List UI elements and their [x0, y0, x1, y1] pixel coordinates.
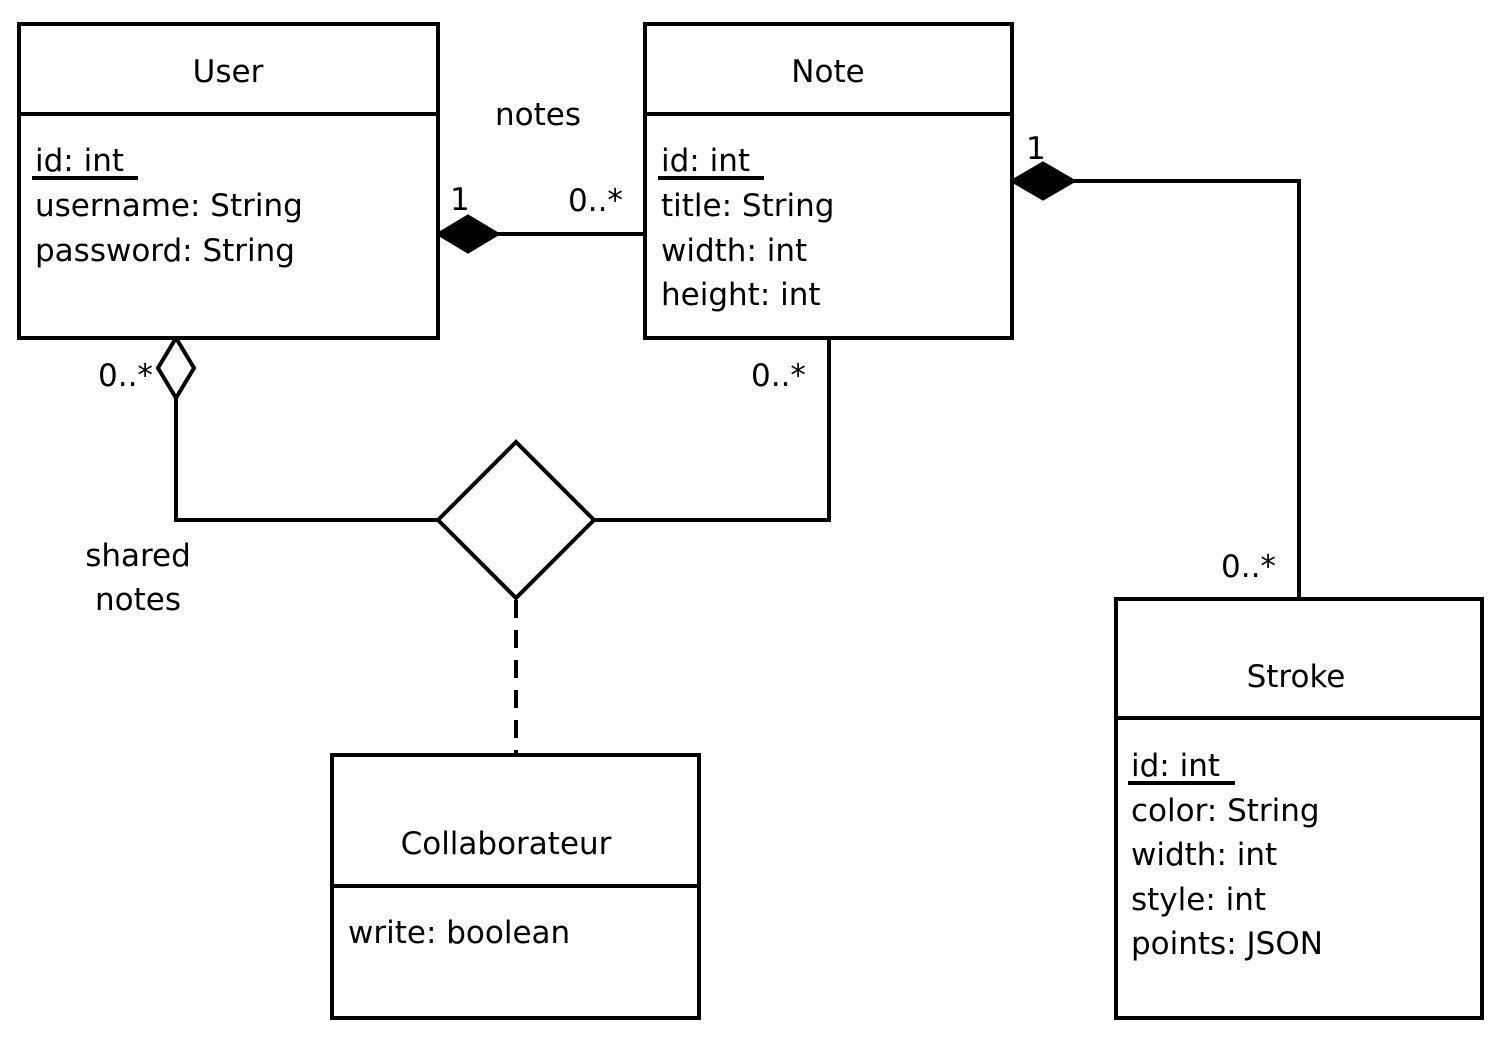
class-collaborateur: Collaborateur write: boolean: [330, 753, 701, 1020]
note-composition-diamond: [1009, 161, 1077, 201]
user-aggregation-diamond: [155, 334, 197, 402]
user-note-role-label: notes: [495, 97, 581, 133]
stroke-attr-id: id: int: [1131, 748, 1220, 784]
note-stroke-association-line: [1074, 179, 1301, 598]
shared-mult-user: 0..*: [98, 358, 153, 394]
note-attr-width: width: int: [661, 233, 807, 269]
collaborateur-attr-write: write: boolean: [348, 915, 570, 951]
class-stroke-box: [1114, 597, 1484, 1020]
user-composition-diamond: [435, 214, 501, 254]
user-attr-username: username: String: [35, 188, 303, 224]
note-attr-id: id: int: [661, 143, 750, 179]
class-user-name: User: [193, 54, 264, 90]
class-user: User id: int username: String password: …: [17, 22, 440, 340]
stroke-attr-style: style: int: [1131, 882, 1266, 918]
stroke-attr-width: width: int: [1131, 837, 1277, 873]
class-stroke-name: Stroke: [1247, 659, 1346, 695]
class-note-name: Note: [791, 54, 864, 90]
n-ary-association-diamond: [435, 439, 597, 601]
class-user-box: [17, 22, 440, 340]
stroke-attr-color: color: String: [1131, 793, 1320, 829]
note-stroke-mult-stroke: 0..*: [1221, 549, 1276, 585]
shared-note-line: [594, 338, 831, 522]
user-note-mult-note: 0..*: [568, 183, 623, 219]
class-collaborateur-name: Collaborateur: [401, 826, 612, 862]
shared-role-label-line1: shared: [85, 538, 191, 574]
class-note: Note id: int title: String width: int he…: [643, 22, 1014, 340]
user-attr-id: id: int: [35, 143, 124, 179]
class-note-box: [643, 22, 1014, 340]
shared-user-line: [174, 398, 438, 522]
user-note-mult-user: 1: [450, 182, 470, 218]
stroke-attr-points: points: JSON: [1131, 926, 1323, 962]
user-attr-password: password: String: [35, 233, 295, 269]
class-stroke: Stroke id: int color: String width: int …: [1114, 597, 1484, 1020]
note-attr-title: title: String: [661, 188, 834, 224]
shared-role-label-line2: notes: [95, 582, 181, 618]
note-attr-height: height: int: [661, 277, 821, 313]
shared-mult-note: 0..*: [751, 358, 806, 394]
note-stroke-mult-note: 1: [1026, 131, 1046, 167]
